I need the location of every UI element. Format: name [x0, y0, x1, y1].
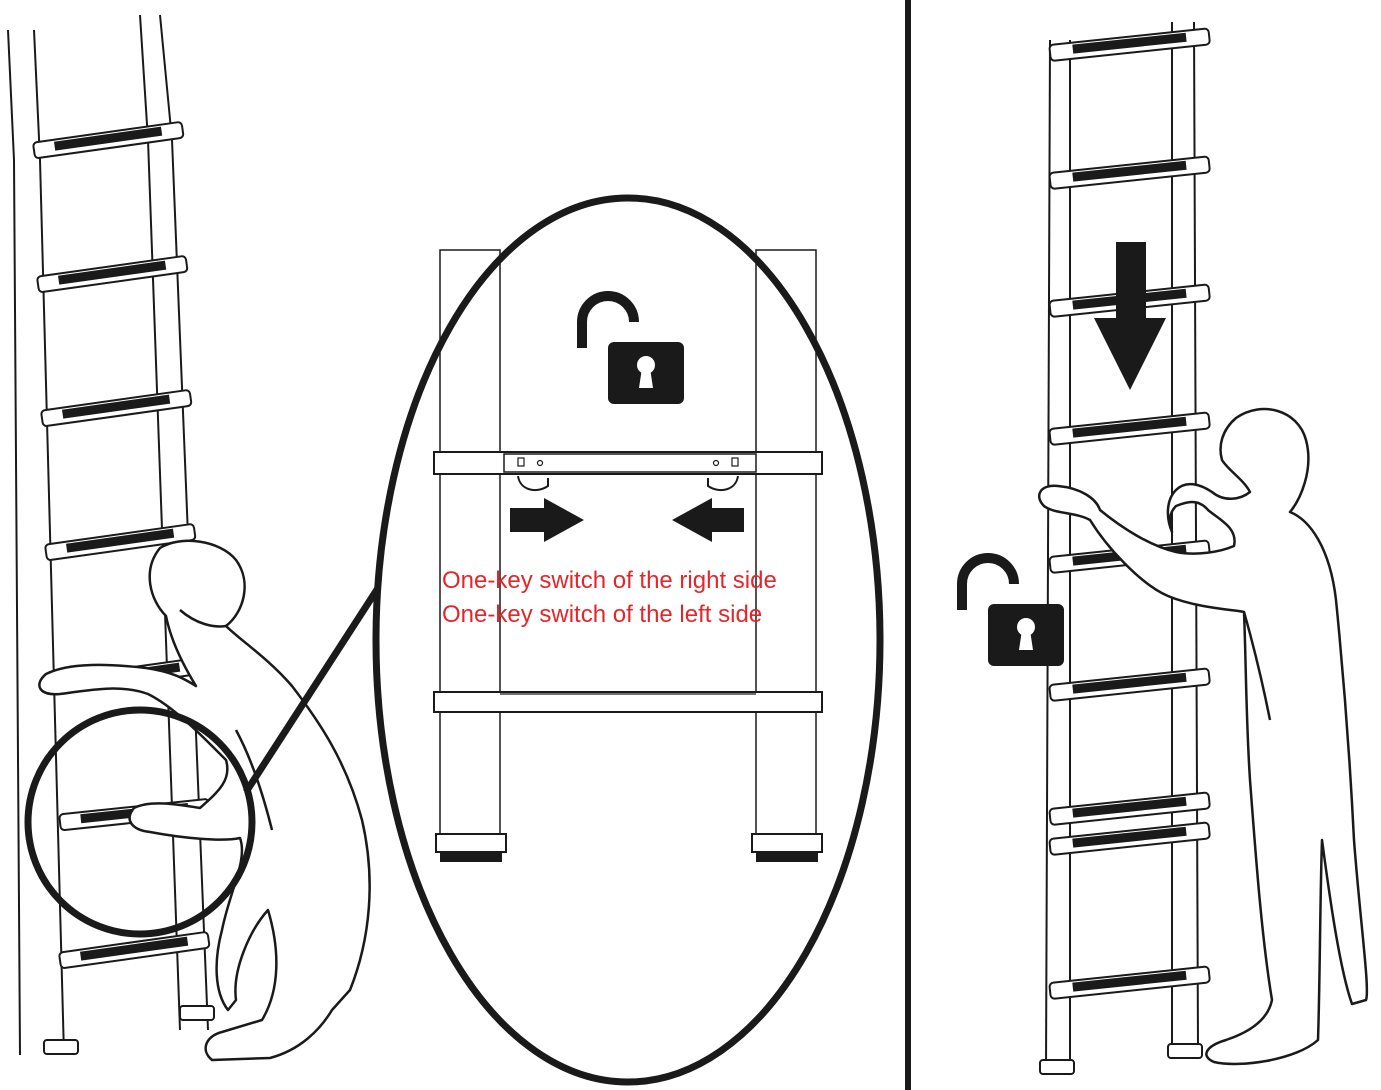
right-person [1039, 409, 1367, 1064]
caption-right-switch: One-key switch of the right side [442, 566, 777, 596]
unlocked-padlock-icon [582, 296, 684, 404]
zoom-detail [434, 250, 822, 862]
arrow-left-icon [672, 498, 744, 542]
left-ladder [8, 15, 214, 1055]
arrow-down-icon [1094, 242, 1166, 390]
arrow-right-icon [510, 498, 584, 542]
caption-left-switch: One-key switch of the left side [442, 600, 762, 630]
